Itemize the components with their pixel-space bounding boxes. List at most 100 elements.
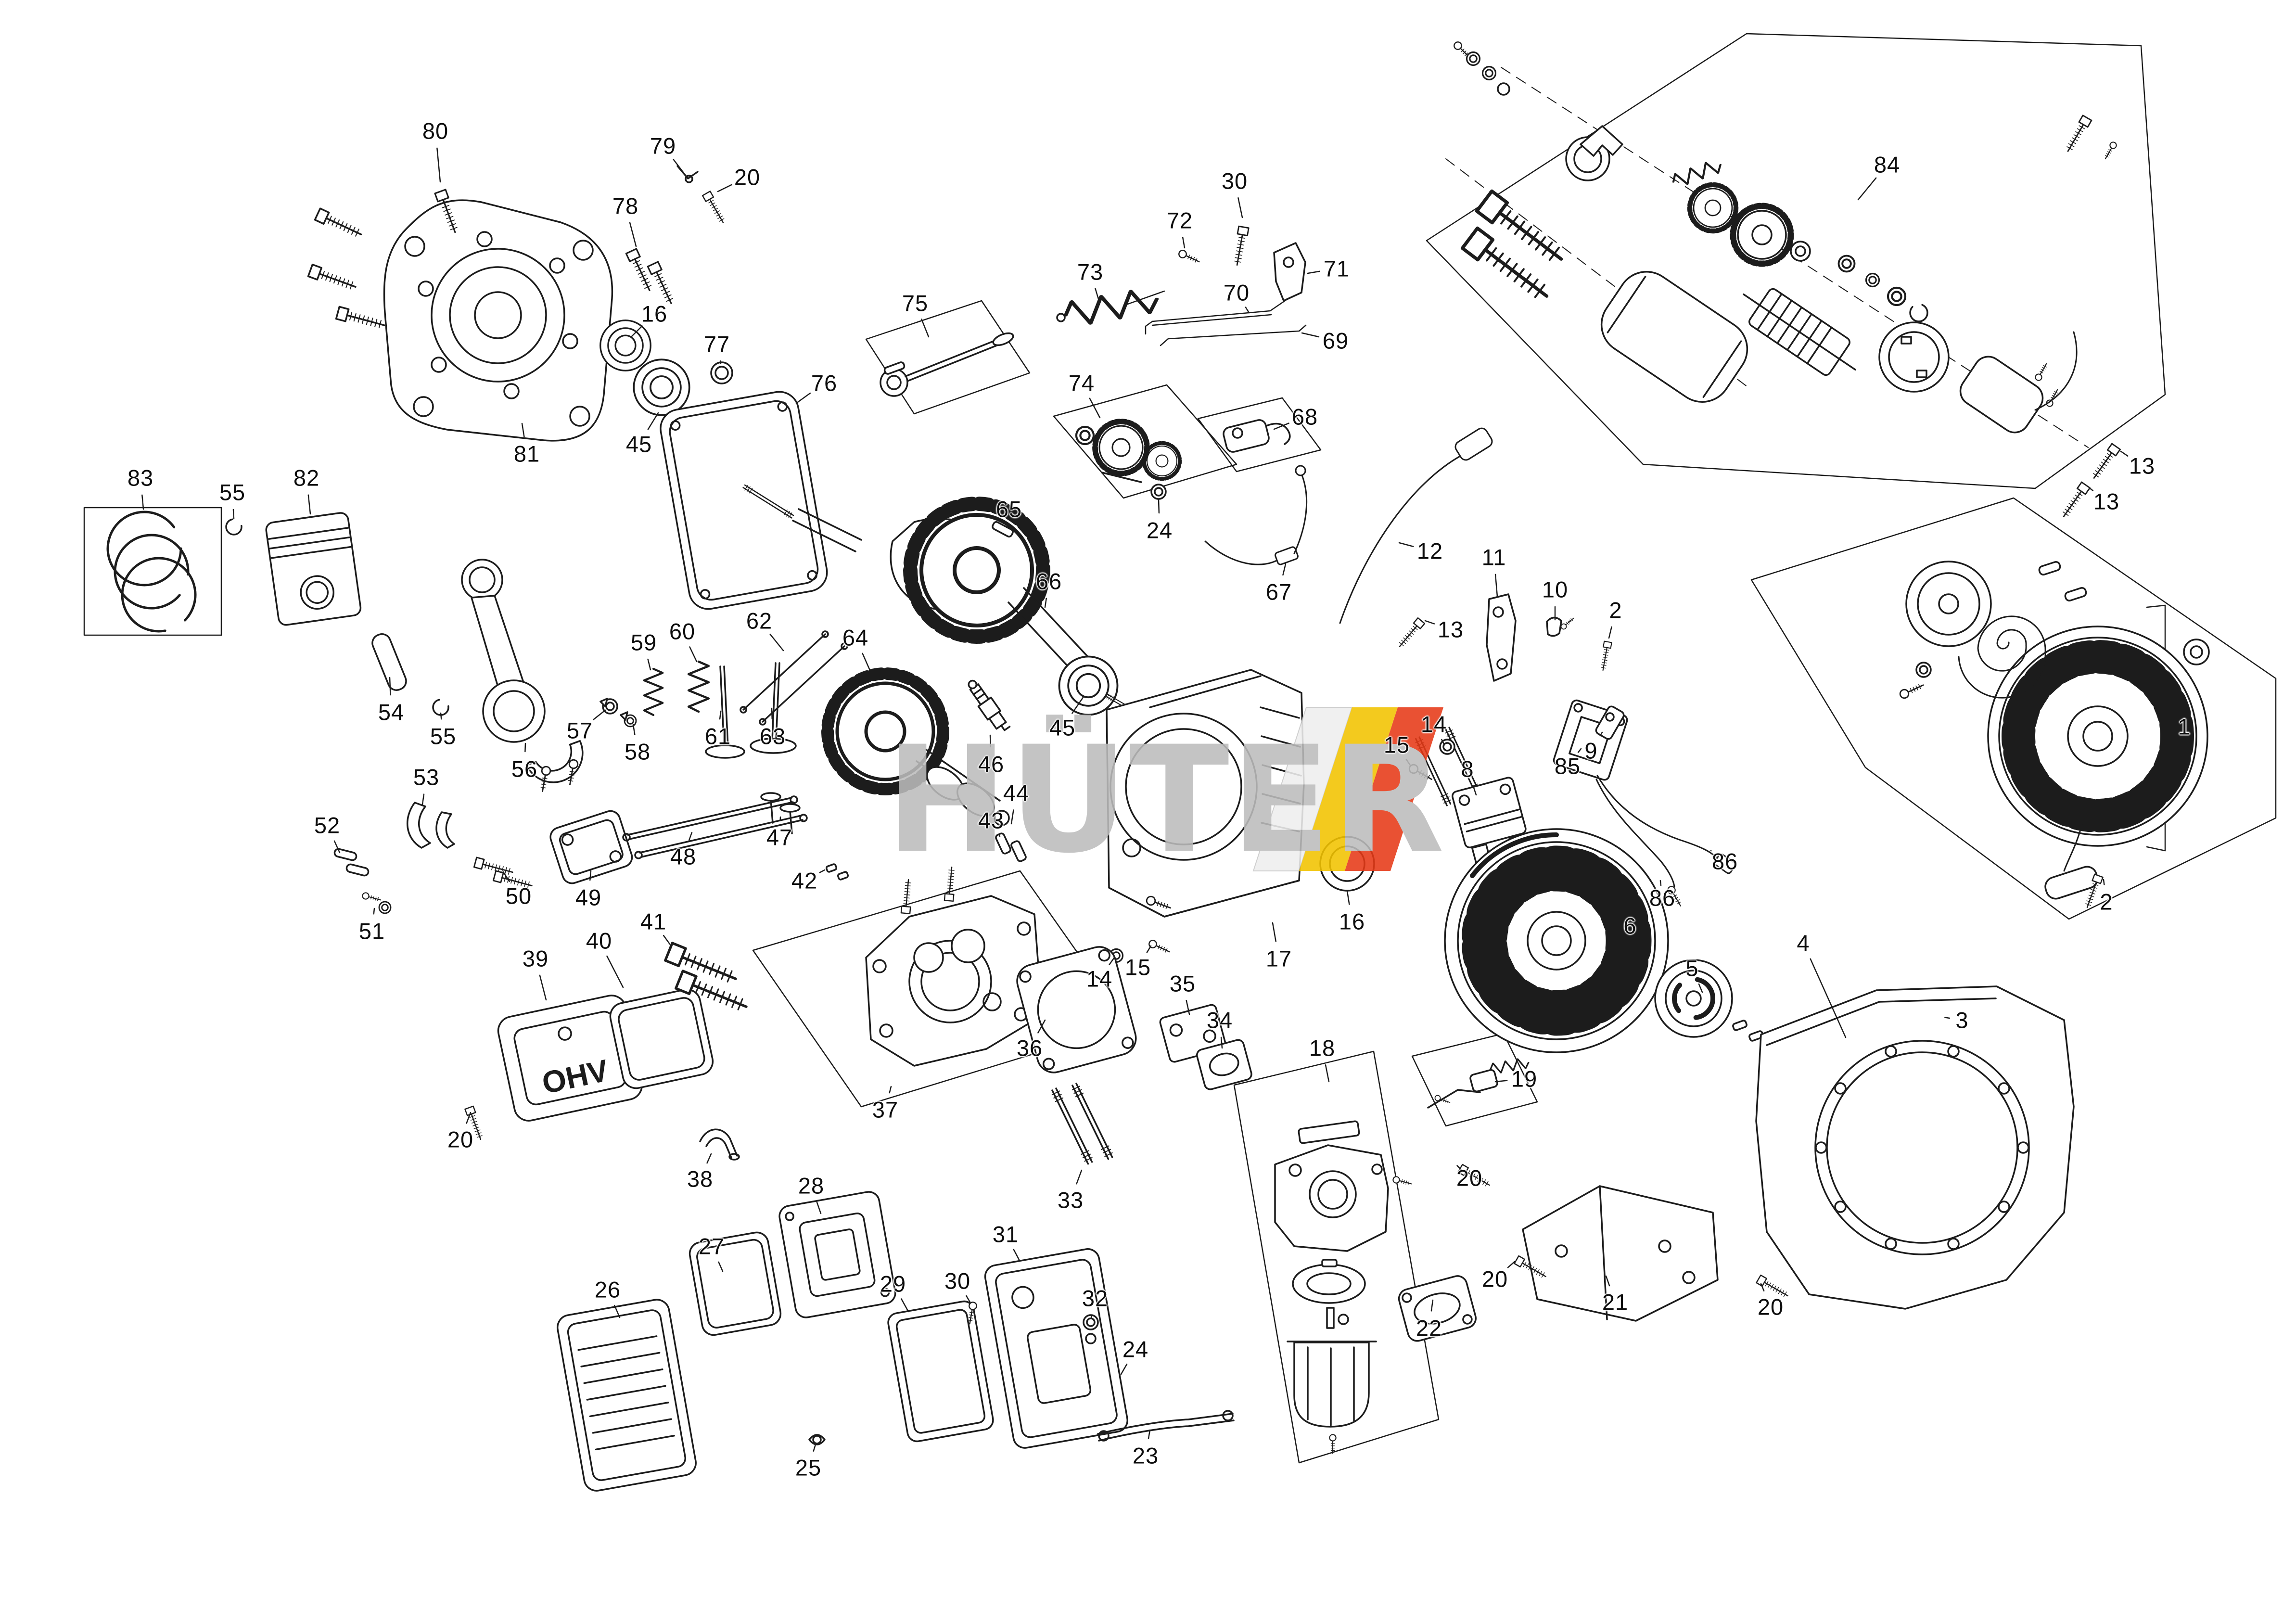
part-label-17: 17 <box>1265 946 1292 971</box>
part-label-24: 24 <box>1122 1336 1149 1362</box>
part-label-37: 37 <box>872 1097 899 1123</box>
part-label-55: 55 <box>430 723 457 749</box>
part-label-13: 13 <box>2093 488 2120 514</box>
part-label-76: 76 <box>811 370 838 396</box>
part-label-39: 39 <box>522 946 549 971</box>
part-label-20: 20 <box>1757 1294 1784 1320</box>
air-filter-case-31 <box>984 1248 1128 1449</box>
part-label-68: 68 <box>1291 404 1318 430</box>
spark-plug-46 <box>968 679 1011 731</box>
part-label-69: 69 <box>1322 328 1349 354</box>
part-label-42: 42 <box>791 868 818 894</box>
part-label-14: 14 <box>1420 711 1447 737</box>
part-label-4: 4 <box>1797 930 1810 956</box>
bracket-9 <box>1595 705 1625 740</box>
leader-lines <box>141 147 2169 1452</box>
part-label-20: 20 <box>1456 1165 1483 1191</box>
part-label-11: 11 <box>1481 544 1506 570</box>
part-label-50: 50 <box>505 883 532 909</box>
part-label-15: 15 <box>1124 954 1151 980</box>
carburetor-18 <box>1274 1120 1413 1454</box>
part-label-18: 18 <box>1309 1035 1336 1061</box>
part-label-57: 57 <box>566 717 593 743</box>
part-label-67: 67 <box>1265 579 1292 605</box>
part-label-16: 16 <box>641 301 668 327</box>
bracket-23 <box>1097 1410 1235 1442</box>
part-label-22: 22 <box>1416 1315 1442 1341</box>
bracket-11 <box>1486 593 1517 682</box>
circlip-55a <box>225 518 242 536</box>
breather-68 <box>1223 419 1291 453</box>
part-label-70: 70 <box>1223 280 1250 306</box>
watermark-stripe-yellow <box>1299 707 1398 871</box>
piston-pin-54 <box>371 633 407 691</box>
part-label-59: 59 <box>630 629 657 655</box>
part-label-54: 54 <box>378 699 405 725</box>
part-label-80: 80 <box>422 118 449 144</box>
part-label-46: 46 <box>978 751 1005 777</box>
part-label-12: 12 <box>1416 538 1443 564</box>
part-label-20: 20 <box>1481 1266 1508 1292</box>
part-label-35: 35 <box>1169 971 1196 997</box>
breather-tube-38 <box>699 1128 740 1161</box>
connecting-rod-56 <box>461 559 584 793</box>
stop-switch-wire-67 <box>1204 465 1308 565</box>
part-label-75: 75 <box>902 290 929 316</box>
part-label-41: 41 <box>640 908 667 934</box>
part-label-14: 14 <box>1086 966 1113 992</box>
flywheel-6 <box>1444 828 1669 1053</box>
cover-gasket-40 <box>609 988 714 1089</box>
starter-cup-5 <box>1654 959 1764 1042</box>
part-label-52: 52 <box>314 812 341 838</box>
valve-guides-43-44 <box>995 832 1027 862</box>
part-label-55: 55 <box>219 479 246 505</box>
part-label-32: 32 <box>1082 1285 1109 1311</box>
part-label-16: 16 <box>1339 908 1365 934</box>
part-label-5: 5 <box>1685 955 1699 981</box>
part-label-78: 78 <box>612 193 639 219</box>
crankshaft <box>741 483 1150 722</box>
gear-set-74 <box>1076 422 1180 500</box>
watermark-stripe-red <box>1345 707 1443 871</box>
part-label-27: 27 <box>698 1233 725 1259</box>
part-label-23: 23 <box>1132 1443 1159 1469</box>
piston-rings-83 <box>106 511 197 633</box>
part-label-49: 49 <box>575 884 602 910</box>
part-label-2: 2 <box>1609 597 1622 623</box>
part-label-9: 9 <box>1584 738 1598 764</box>
part-label-47: 47 <box>766 824 793 850</box>
air-filter-gasket-29 <box>887 1300 994 1443</box>
part-label-40: 40 <box>586 928 612 954</box>
part-label-85: 85 <box>1554 753 1581 779</box>
part-label-74: 74 <box>1068 370 1095 396</box>
fan-cover-4 <box>1755 985 2075 1310</box>
part-label-66: 66 <box>1035 568 1062 594</box>
valve-springs <box>600 662 709 728</box>
part-label-38: 38 <box>687 1166 714 1192</box>
part-label-33: 33 <box>1057 1187 1084 1213</box>
valve-collets-42 <box>825 863 849 881</box>
part-label-13: 13 <box>1437 616 1464 642</box>
part-label-79: 79 <box>650 133 676 159</box>
part-label-21: 21 <box>1602 1289 1629 1315</box>
valves-61-63 <box>705 662 797 759</box>
part-label-34: 34 <box>1206 1007 1233 1033</box>
air-filter-plate-28 <box>778 1191 896 1318</box>
controls-19 <box>1427 1056 1531 1109</box>
part-label-24: 24 <box>1146 517 1173 543</box>
part-label-6: 6 <box>1623 913 1637 939</box>
plug-wire-12 <box>1339 427 1493 624</box>
part-label-63: 63 <box>759 723 786 749</box>
part-label-62: 62 <box>746 608 773 634</box>
part-label-8: 8 <box>1461 756 1474 782</box>
part-label-19: 19 <box>1511 1066 1538 1092</box>
piston-82 <box>265 512 362 626</box>
part-label-45: 45 <box>625 431 652 457</box>
recoil-starter-1 <box>1898 561 2210 910</box>
part-label-30: 30 <box>1221 168 1248 194</box>
part-label-65: 65 <box>995 496 1022 522</box>
part-label-44: 44 <box>1003 780 1030 806</box>
part-label-25: 25 <box>795 1455 822 1481</box>
